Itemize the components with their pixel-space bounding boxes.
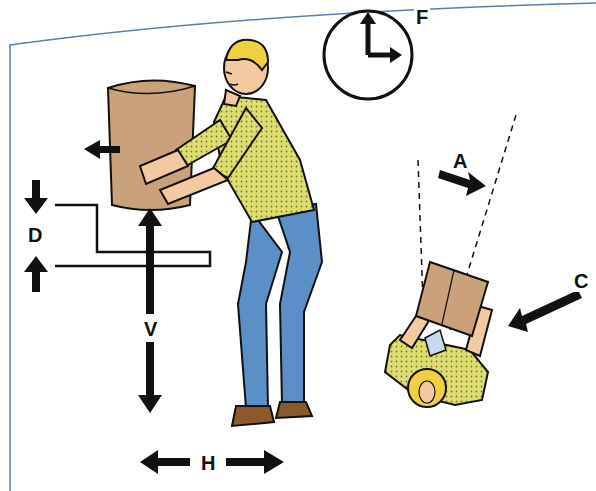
shelf [55, 205, 210, 266]
worker [140, 40, 322, 426]
clock-icon [324, 11, 412, 99]
dimension-label: C [572, 270, 590, 292]
dimension-label: V [142, 318, 159, 340]
frame-line [10, 3, 596, 491]
move-arrow [84, 140, 120, 159]
vertical-arrows [138, 208, 162, 413]
dimension-label: F [414, 6, 430, 28]
dimension-label: A [451, 150, 469, 172]
top-view [385, 115, 582, 407]
dimension-label: H [199, 452, 217, 474]
dimension-label: D [26, 224, 44, 246]
distance-arrows [24, 180, 48, 292]
horizontal-arrows [140, 450, 284, 474]
